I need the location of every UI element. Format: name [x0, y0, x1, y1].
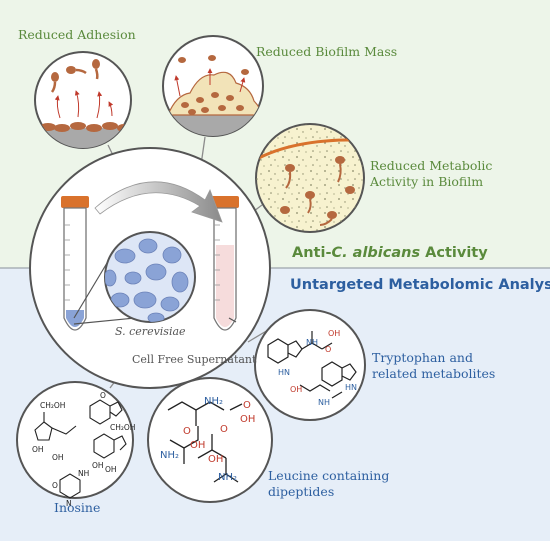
reduced-metabolic-label-line1: Reduced Metabolic	[370, 158, 493, 173]
svg-text:O: O	[183, 426, 191, 437]
svg-text:NH: NH	[318, 398, 330, 407]
transfer-arrow	[94, 181, 223, 223]
reduced-metabolic-label-line2: Activity in Biofilm	[370, 174, 484, 189]
svg-text:OH: OH	[190, 440, 205, 451]
svg-text:CH₂OH: CH₂OH	[40, 401, 65, 410]
anti-suffix: Activity	[420, 245, 488, 261]
leucine-label-line2: dipeptides	[268, 484, 335, 499]
svg-text:OH: OH	[32, 445, 44, 454]
svg-text:OH: OH	[105, 465, 117, 474]
tryptophan-label-line2: related metabolites	[372, 366, 496, 381]
svg-text:OH: OH	[328, 329, 340, 338]
tryptophan-circle: HN NH HN NH OH O OH	[254, 309, 366, 421]
anti-activity-heading: Anti-C. albicans Activity	[292, 246, 488, 261]
svg-text:NH₂: NH₂	[160, 450, 179, 461]
anti-species: C. albicans	[331, 245, 421, 261]
svg-text:NH₂: NH₂	[218, 472, 237, 483]
svg-text:HN: HN	[345, 383, 357, 392]
svg-text:N: N	[66, 499, 72, 508]
svg-text:NH₂: NH₂	[204, 396, 223, 407]
reduced-adhesion-label: Reduced Adhesion	[18, 27, 136, 42]
tube-right	[211, 196, 239, 331]
svg-text:OH: OH	[240, 414, 255, 425]
inosine-label: Inosine	[54, 500, 101, 515]
magnified-cells	[104, 231, 196, 323]
leucine-label-line1: Leucine containing	[268, 468, 390, 483]
svg-text:OH: OH	[52, 453, 64, 462]
svg-text:OH: OH	[92, 461, 104, 470]
species-label: S. cerevisiae	[115, 325, 186, 338]
svg-text:NH: NH	[78, 469, 89, 478]
svg-text:O: O	[220, 424, 228, 435]
tryptophan-label-line1: Tryptophan and	[372, 350, 473, 365]
tube-left	[61, 196, 89, 331]
magnifier-lines	[73, 257, 237, 325]
untargeted-heading: Untargeted Metabolomic Analysis	[290, 277, 550, 293]
biofilm-mass-circle	[162, 35, 264, 137]
reduced-biofilm-mass-label: Reduced Biofilm Mass	[256, 44, 398, 59]
svg-text:O: O	[100, 391, 106, 400]
svg-text:OH: OH	[290, 385, 302, 394]
svg-text:NH: NH	[306, 338, 318, 347]
svg-text:OH: OH	[208, 454, 223, 465]
supernatant-label: Cell Free Supernatant	[132, 353, 257, 366]
svg-text:CH₂OH: CH₂OH	[110, 423, 135, 432]
svg-text:O: O	[52, 481, 58, 490]
svg-text:O: O	[325, 345, 331, 354]
svg-text:HN: HN	[278, 368, 290, 377]
anti-prefix: Anti-	[292, 245, 332, 261]
leucine-circle: O OH O OH O OH NH₂ NH₂ NH₂	[147, 377, 273, 503]
svg-text:O: O	[243, 400, 251, 411]
